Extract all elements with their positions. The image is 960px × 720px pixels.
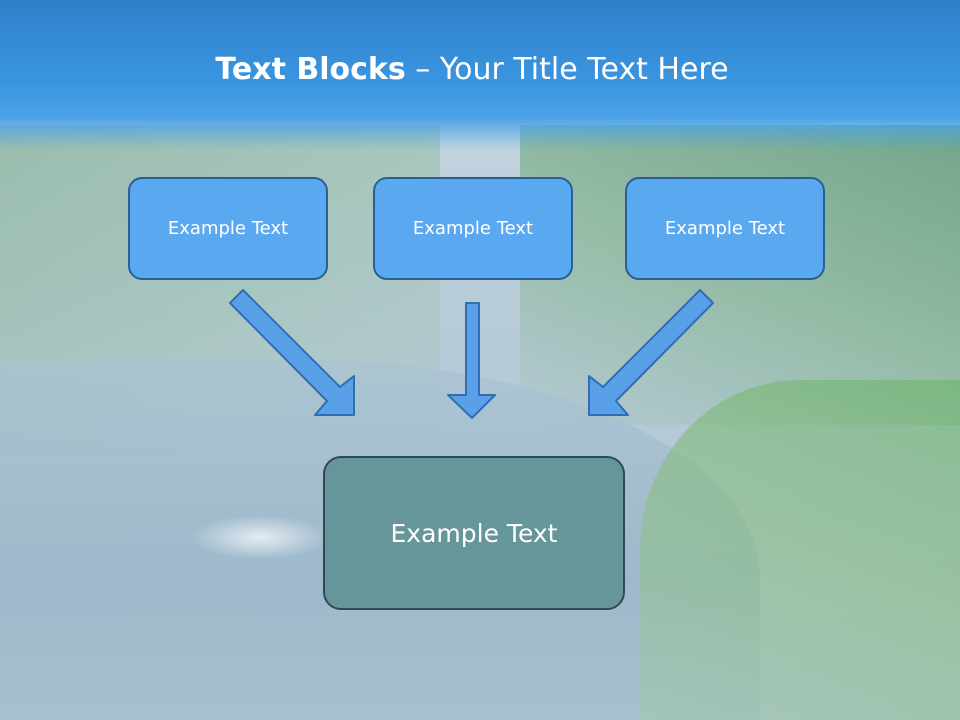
background-water-foam [190,515,330,560]
target-block: Example Text [323,456,625,610]
target-block-label: Example Text [390,518,558,548]
text-block-right-label: Example Text [664,218,786,239]
text-block-center: Example Text [373,177,573,280]
title-dash: – [405,52,440,87]
arrow-right-diagonal [588,289,714,416]
title-banner [0,0,960,150]
text-block-right: Example Text [625,177,825,280]
arrow-center-down [447,302,496,419]
background-riverbank [640,380,960,720]
title-bold: Text Blocks [215,52,406,87]
arrow-left-diagonal [229,289,355,416]
text-block-left-label: Example Text [167,218,289,239]
slide-title: Text Blocks – Your Title Text Here [0,52,944,87]
text-block-center-label: Example Text [412,218,534,239]
text-block-left: Example Text [128,177,328,280]
title-rest: Your Title Text Here [439,52,729,87]
